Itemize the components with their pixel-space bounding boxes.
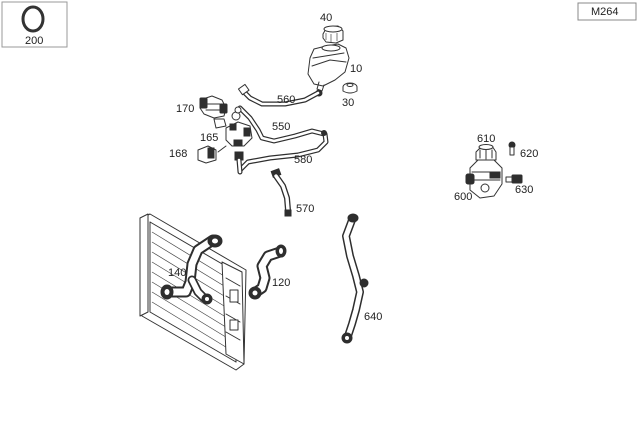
cap-40-icon (322, 25, 344, 44)
callout-570[interactable]: 570 (296, 203, 314, 215)
callout-600[interactable]: 600 (454, 191, 472, 203)
callout-550[interactable]: 550 (272, 121, 290, 133)
callout-120[interactable]: 120 (272, 277, 290, 289)
model-code: M264 (591, 6, 619, 18)
hose-560[interactable] (237, 83, 321, 107)
hose-570[interactable] (270, 168, 292, 217)
callout-170[interactable]: 170 (176, 103, 194, 115)
callout-560[interactable]: 560 (277, 94, 295, 106)
coolant-valve-assembly[interactable] (197, 95, 253, 175)
inset-part-number: 200 (25, 35, 43, 47)
screw-620-icon (508, 141, 516, 156)
callout-580[interactable]: 580 (294, 154, 312, 166)
callout-40[interactable]: 40 (320, 12, 332, 24)
inset-box-200[interactable]: 200 (1, 1, 68, 48)
callout-620[interactable]: 620 (520, 148, 538, 160)
model-code-box: M264 (577, 2, 637, 21)
connector-630-icon (505, 174, 523, 184)
hose-140[interactable] (160, 234, 223, 305)
callout-630[interactable]: 630 (515, 184, 533, 196)
callout-10[interactable]: 10 (350, 63, 362, 75)
callout-labels: 40 10 30 560 170 550 165 168 580 570 610… (168, 12, 538, 323)
callout-30[interactable]: 30 (342, 97, 354, 109)
hose-550[interactable] (237, 105, 329, 173)
callout-168[interactable]: 168 (169, 148, 187, 160)
hose-120[interactable] (248, 244, 287, 300)
hose-640[interactable] (341, 213, 369, 344)
cap-30-icon (342, 82, 358, 94)
expansion-tank[interactable] (307, 25, 358, 97)
aux-water-pump[interactable] (465, 141, 523, 199)
callout-165[interactable]: 165 (200, 132, 218, 144)
callout-610[interactable]: 610 (477, 133, 495, 145)
callout-640[interactable]: 640 (364, 311, 382, 323)
callout-140[interactable]: 140 (168, 267, 186, 279)
o-ring-icon (21, 5, 45, 33)
